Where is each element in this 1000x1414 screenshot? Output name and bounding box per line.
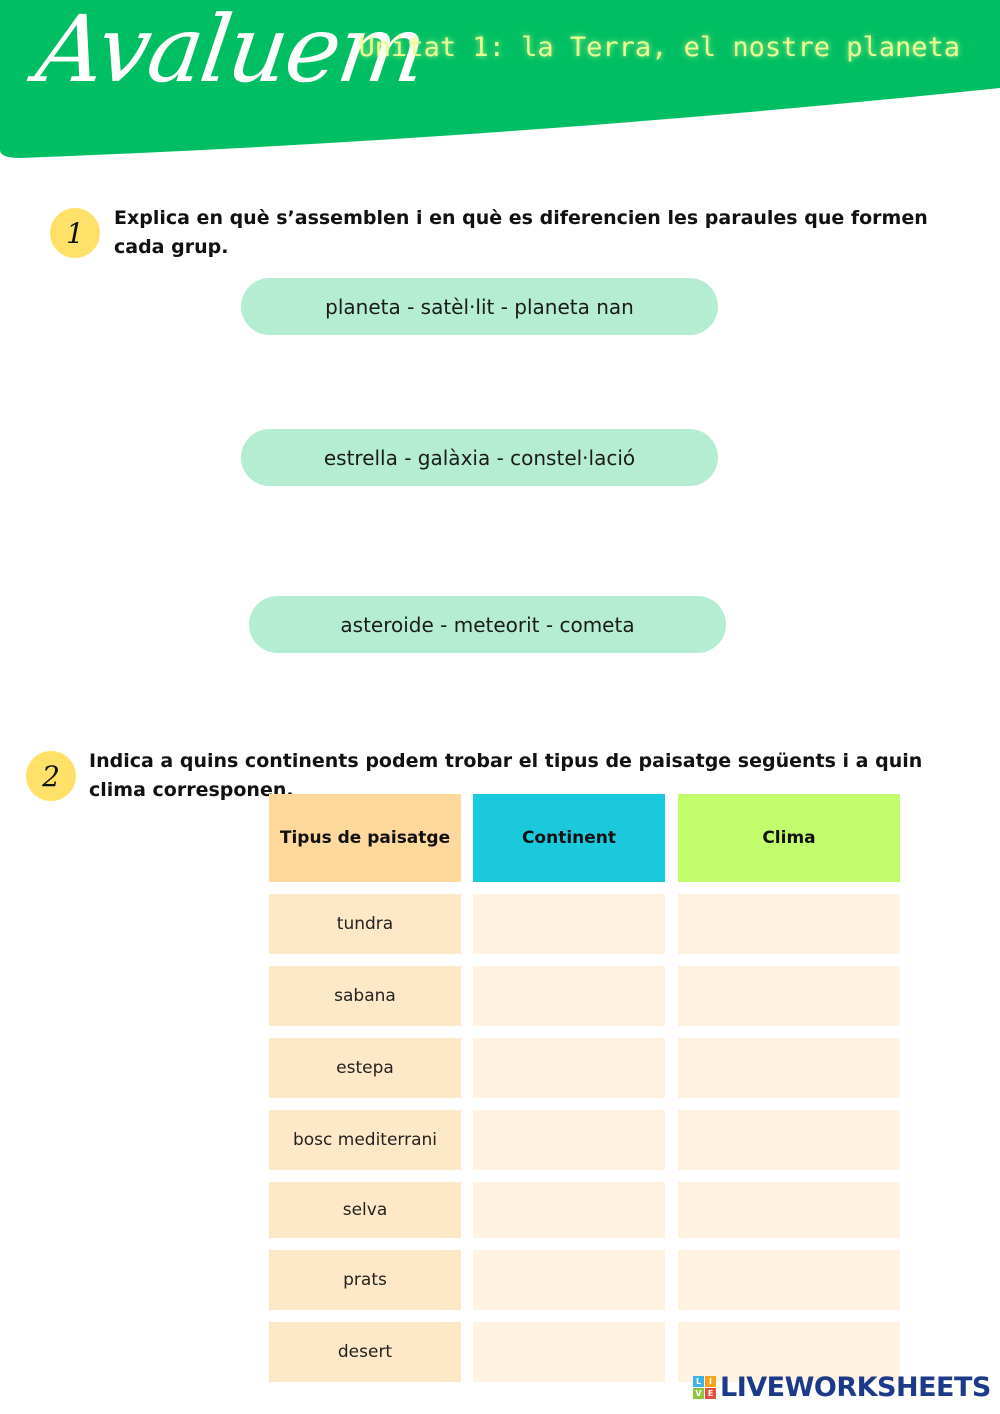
- climate-answer-field[interactable]: [678, 1250, 900, 1310]
- word-group-2: estrella - galàxia - constel·lació: [241, 429, 718, 486]
- continent-answer-field[interactable]: [473, 1322, 665, 1382]
- climate-answer-field[interactable]: [678, 1110, 900, 1170]
- liveworksheets-icon: L I V E: [693, 1376, 716, 1399]
- table-row-landscape: prats: [269, 1250, 461, 1310]
- word-group-1: planeta - satèl·lit - planeta nan: [241, 278, 718, 335]
- header-band: [0, 0, 1000, 170]
- table-header-landscape: Tipus de paisatge: [269, 794, 461, 882]
- climate-answer-field[interactable]: [678, 894, 900, 954]
- climate-answer-field[interactable]: [678, 1038, 900, 1098]
- table-header-climate: Clima: [678, 794, 900, 882]
- table-row-landscape: selva: [269, 1182, 461, 1238]
- climate-answer-field[interactable]: [678, 1322, 900, 1382]
- header-shape: [0, 0, 1000, 158]
- continent-answer-field[interactable]: [473, 1038, 665, 1098]
- continent-answer-field[interactable]: [473, 1110, 665, 1170]
- continent-answer-field[interactable]: [473, 966, 665, 1026]
- table-row-landscape: estepa: [269, 1038, 461, 1098]
- table-row-landscape: bosc mediterrani: [269, 1110, 461, 1170]
- word-group-3: asteroide - meteorit - cometa: [249, 596, 726, 653]
- continent-answer-field[interactable]: [473, 894, 665, 954]
- table-row-landscape: tundra: [269, 894, 461, 954]
- table-row-landscape: desert: [269, 1322, 461, 1382]
- question-number-badge: 1: [50, 208, 100, 258]
- table-row-landscape: sabana: [269, 966, 461, 1026]
- unit-title: Unitat 1: la Terra, el nostre planeta: [358, 32, 960, 63]
- continent-answer-field[interactable]: [473, 1250, 665, 1310]
- question-2-text: Indica a quins continents podem trobar e…: [89, 750, 923, 801]
- liveworksheets-logo: L I V E LIVEWORKSHEETS: [693, 1372, 991, 1403]
- table-header-continent: Continent: [473, 794, 665, 882]
- continent-answer-field[interactable]: [473, 1182, 665, 1238]
- climate-answer-field[interactable]: [678, 1182, 900, 1238]
- climate-answer-field[interactable]: [678, 966, 900, 1026]
- question-1-text: Explica en què s’assemblen i en què es d…: [114, 207, 928, 258]
- brand-name: LIVEWORKSHEETS: [720, 1372, 991, 1403]
- question-number-badge: 2: [26, 751, 76, 801]
